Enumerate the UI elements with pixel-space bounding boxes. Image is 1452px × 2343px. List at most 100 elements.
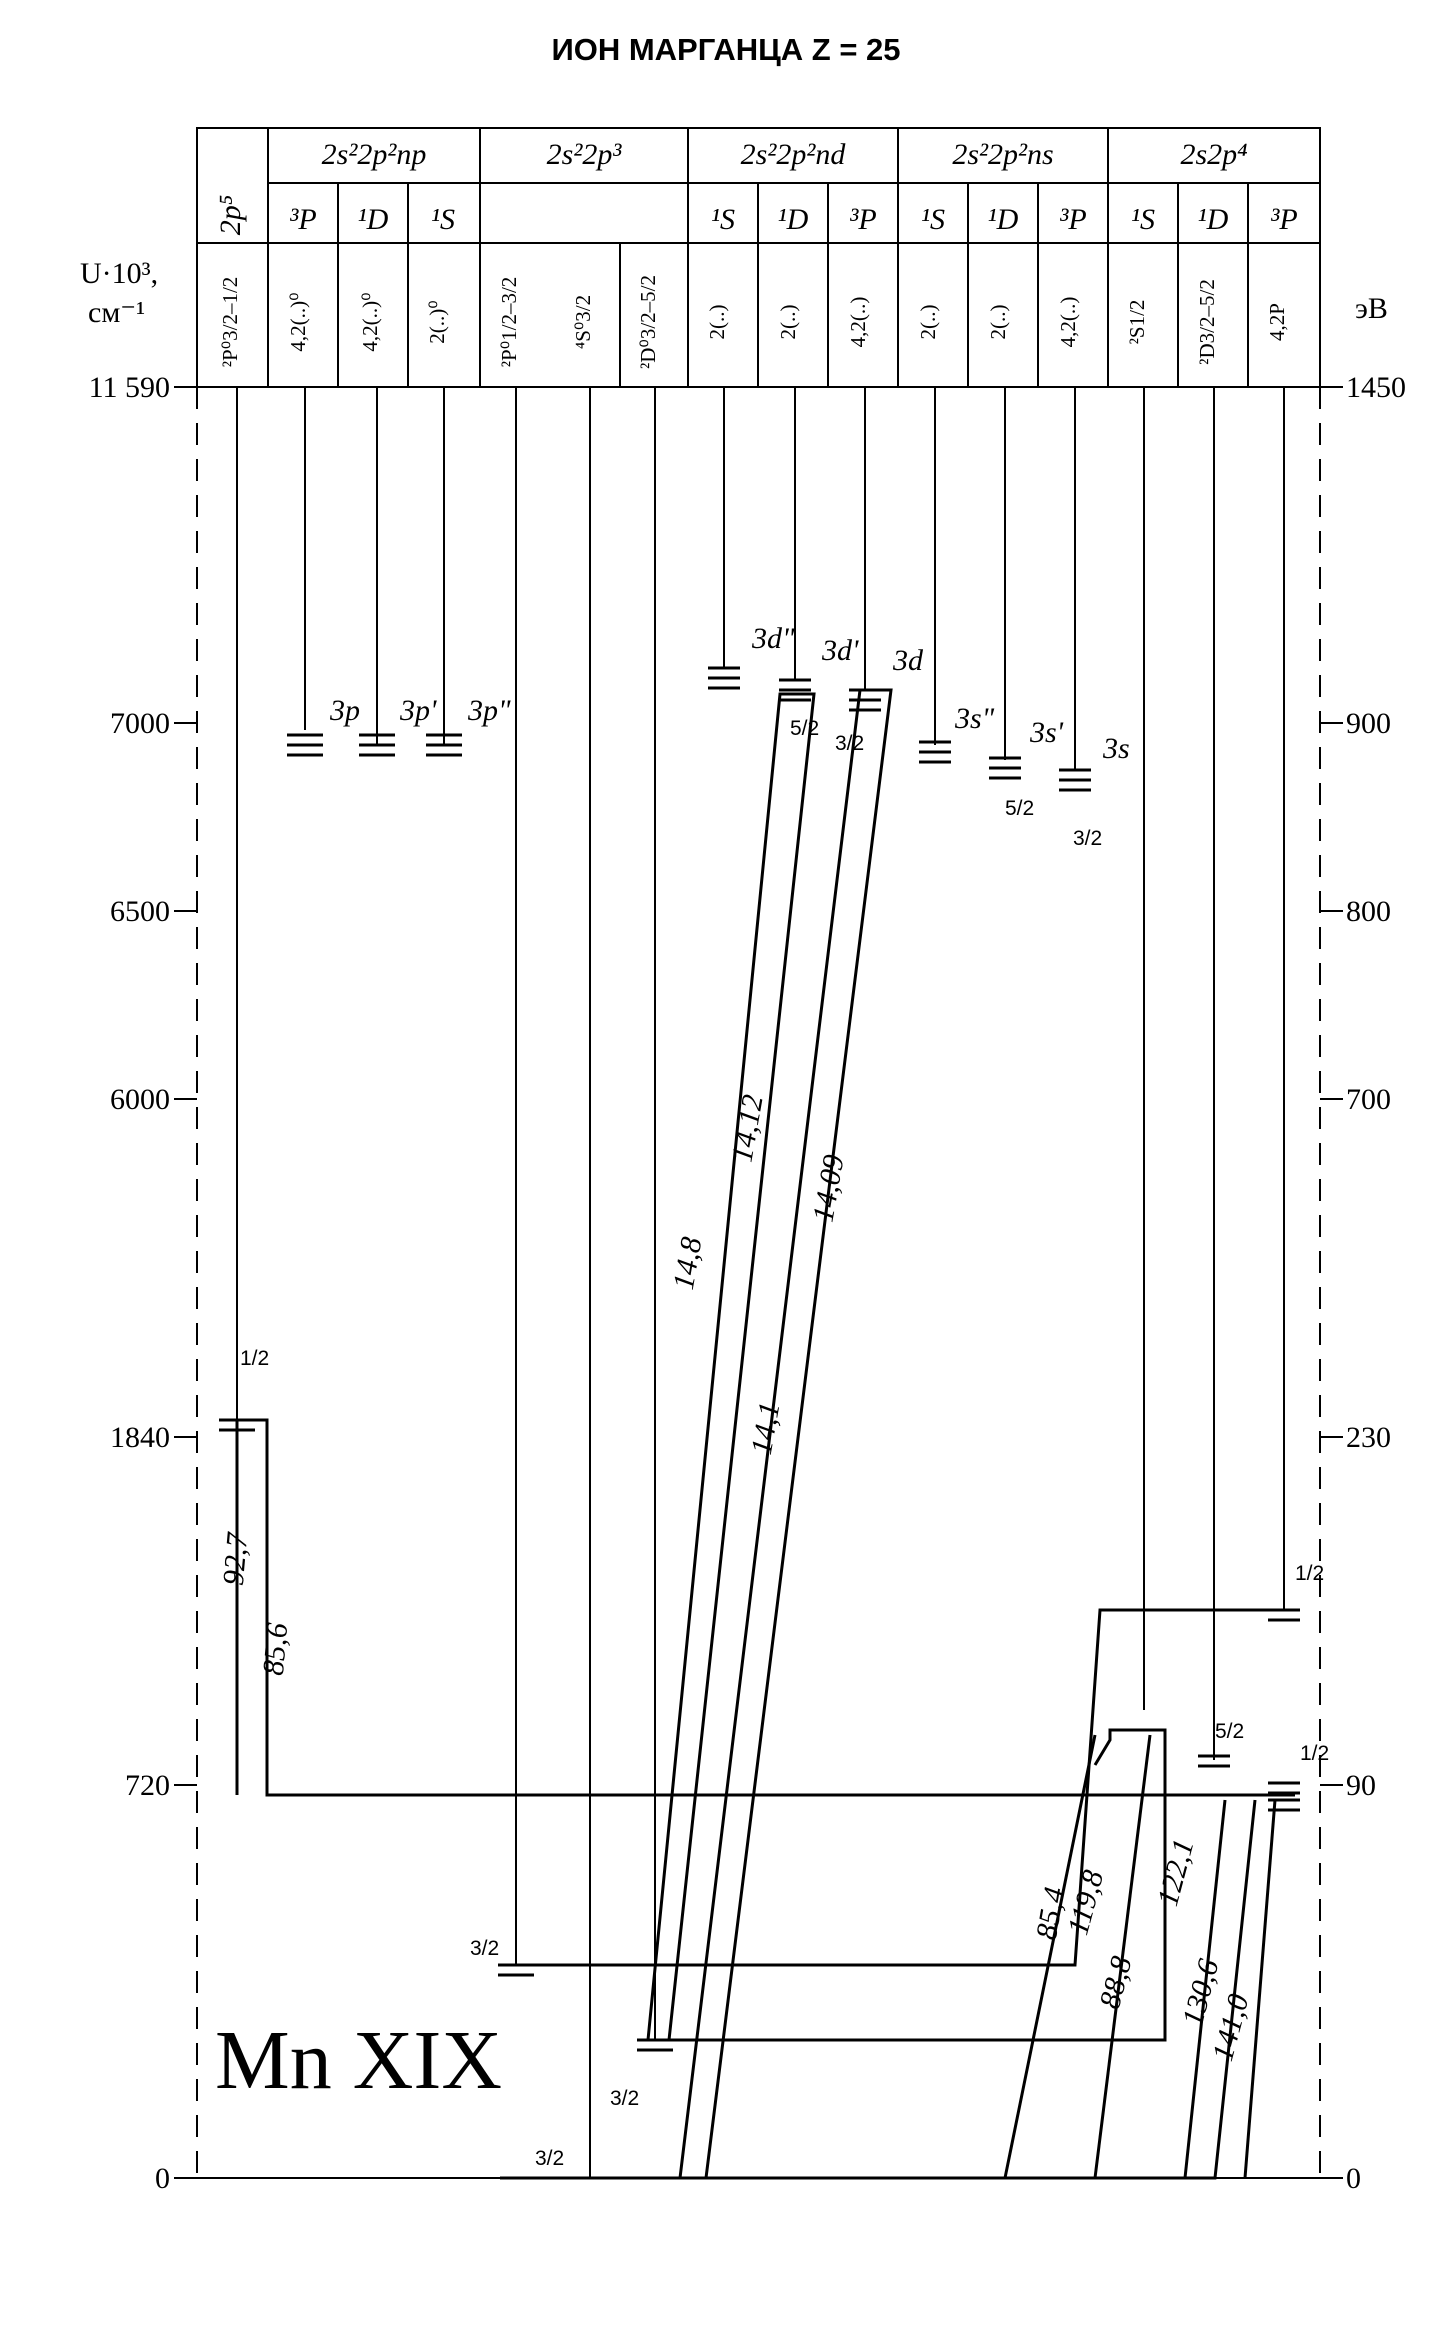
right-tick-label: 0 [1346,2162,1361,2195]
term-label: ³P [289,203,316,236]
state-label: 2(..)⁰ [425,300,449,343]
term-label: ¹D [778,203,809,236]
term-label: ¹S [431,203,455,236]
left-tick-label: 0 [155,2162,170,2195]
state-label: ²P⁰3/2–1/2 [218,277,242,368]
j-label: 3/2 [835,732,864,755]
j-label: 3/2 [470,1937,499,1960]
left-tick-label: 6500 [110,895,170,928]
state-label: 4,2(..)⁰ [286,292,310,351]
left-tick-label: 1840 [110,1421,170,1454]
transition-line [500,1799,1257,2180]
transition-line [655,1728,1167,2042]
state-labels-row: ²P⁰3/2–1/2 4,2(..)⁰ 4,2(..)⁰ 2(..)⁰ ²P⁰1/2–3… [218,275,1289,369]
j-label: 5/2 [1215,1720,1244,1743]
j-label: 1/2 [1295,1562,1324,1585]
wavelength-label: 85,6 [257,1622,294,1677]
wavelength-label: 122,1 [1151,1836,1200,1910]
transition-line [237,1418,1295,1797]
transition-line [1183,1799,1227,2179]
left-tick-label: 7000 [110,707,170,740]
right-axis-label: эВ [1355,292,1388,325]
state-label: 4,2(..)⁰ [358,292,382,351]
term-label: ¹S [711,203,735,236]
state-label: 2(..) [916,305,940,340]
transition-line [1093,1734,1152,2179]
configuration-label: 3d [892,644,924,677]
state-label: 4,2(..) [846,297,870,348]
transitions [235,688,1295,2180]
state-label: ²P⁰1/2–3/2 [497,277,521,368]
group-label-np: 2s²2p²np [322,138,427,171]
wavelength-label: 88,8 [1093,1953,1138,2012]
configuration-label: 3p [329,694,360,727]
j-label: 3/2 [610,2087,639,2110]
wavelength-label: 14,09 [807,1152,851,1224]
transition-line [678,688,893,2179]
term-label: ³P [1059,203,1086,236]
state-label: 2(..) [986,305,1010,340]
state-label: 2(..) [776,305,800,340]
left-tick-label: 6000 [110,1083,170,1116]
term-label: ³P [849,203,876,236]
transition-line [1243,1799,1277,2179]
state-label: 4,2P [1265,303,1289,341]
left-axis-unit: см⁻¹ [88,296,145,329]
configuration-label: 3d' [821,634,859,667]
state-label: 4,2(..) [1056,297,1080,348]
state-label: ²S1/2 [1125,300,1149,345]
configuration-label: 3s' [1029,716,1064,749]
diagram-title: ИОН МАРГАНЦА Z = 25 [551,32,900,67]
wavelength-label: 14,8 [667,1235,709,1292]
j-label: 1/2 [1300,1742,1329,1765]
term-label: ¹D [988,203,1019,236]
configuration-label: 3p" [467,694,511,727]
term-label: ¹D [358,203,389,236]
axes [196,386,1321,2179]
transition-line [508,1608,1295,1967]
transition-line [646,692,816,2041]
j-label: 5/2 [1005,797,1034,820]
group-label-p3: 2s²2p³ [547,138,623,171]
wavelength-label: 92,7 [217,1530,255,1587]
wavelength-label: 14,1 [745,1400,787,1457]
state-label: ²D⁰3/2–5/2 [636,275,660,369]
right-tick-label: 90 [1346,1769,1376,1802]
j-label: 3/2 [535,2147,564,2170]
state-label: ⁴S⁰3/2 [571,295,595,349]
term-label: ¹S [1131,203,1155,236]
right-tick-label: 1450 [1346,371,1406,404]
term-label: ¹D [1198,203,1229,236]
group-label-nd: 2s²2p²nd [741,138,847,171]
left-tick-label: 11 590 [89,371,170,404]
state-lines [236,387,1285,2178]
ion-label: Mn XIX [215,2014,502,2107]
terms-row: ³P ¹D ¹S ¹S ¹D ³P ¹S ¹D ³P ¹S ¹D ³P [289,203,1297,236]
j-label: 3/2 [1073,827,1102,850]
right-tick-label: 800 [1346,895,1391,928]
right-tick-label: 230 [1346,1421,1391,1454]
labels: 3p 3p' 3p" 3d" 3d' 3d 3s" 3s' 3s 1/2 3/2 3/2 3/2 5/2 3… [217,622,1329,2170]
transition-line [1003,1734,1097,2179]
left-axis-ticks: 11 590 7000 6500 6000 1840 720 0 [89,371,197,2195]
term-label: ¹S [921,203,945,236]
right-tick-label: 900 [1346,707,1391,740]
left-axis-label: U·10³, [80,257,158,290]
term-label: ³P [1270,203,1297,236]
right-tick-label: 700 [1346,1083,1391,1116]
configuration-label: 3d" [751,622,795,655]
left-tick-label: 720 [125,1769,170,1802]
configuration-label: 3s [1102,732,1130,765]
configuration-label: 3s" [954,702,995,735]
wavelength-label: 119,8 [1061,1867,1110,1939]
state-label: ²D3/2–5/2 [1195,279,1219,365]
group-label-ns: 2s²2p²ns [952,138,1053,171]
group-label-2s2p4: 2s2p⁴ [1180,138,1247,171]
j-label: 5/2 [790,717,819,740]
first-column-label: 2p⁵ [214,195,247,235]
state-label: 2(..) [705,305,729,340]
configuration-label: 3p' [399,694,437,727]
j-label: 1/2 [240,1347,269,1370]
